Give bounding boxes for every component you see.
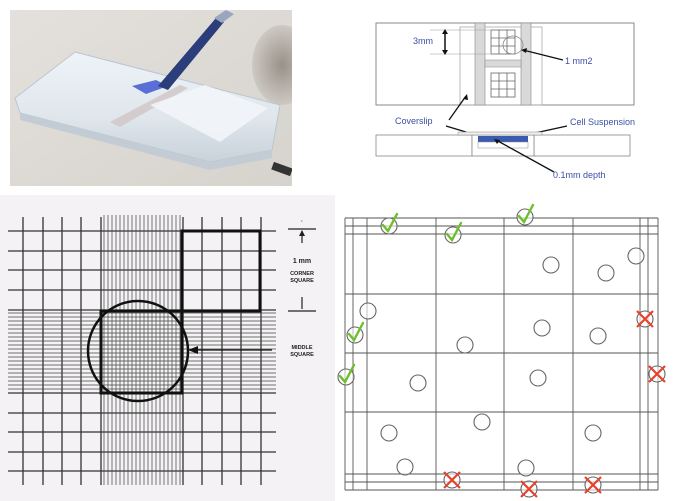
cell bbox=[529, 369, 547, 387]
counted-cell bbox=[516, 203, 535, 226]
cell bbox=[542, 256, 560, 274]
excluded-cell bbox=[636, 310, 654, 328]
neubauer-grid-ruling: · 1 mm CORNER SQUARE MIDDLE SQUARE bbox=[0, 195, 335, 501]
cell bbox=[584, 424, 602, 442]
label-coverslip: Coverslip bbox=[395, 116, 433, 126]
label-middle-2: SQUARE bbox=[290, 352, 314, 358]
check-icon bbox=[445, 221, 463, 243]
middle-square-highlight bbox=[99, 309, 184, 395]
label-1mm2: 1 mm2 bbox=[565, 56, 593, 66]
excluded-cell bbox=[584, 476, 602, 494]
cell bbox=[380, 424, 398, 442]
cell bbox=[409, 374, 427, 392]
cell bbox=[517, 459, 535, 477]
x-icon bbox=[648, 365, 666, 383]
photo-illustration bbox=[10, 10, 292, 186]
grid-ruling-drawing: · 1 mm CORNER SQUARE MIDDLE SQUARE bbox=[0, 195, 335, 501]
check-icon bbox=[381, 212, 399, 234]
check-icon bbox=[347, 321, 365, 343]
cell bbox=[533, 319, 551, 337]
cell bbox=[627, 247, 645, 265]
check-icon bbox=[338, 363, 356, 385]
cell bbox=[589, 327, 607, 345]
label-middle-1: MIDDLE bbox=[291, 345, 312, 351]
cell-counting-grid bbox=[335, 195, 674, 501]
excluded-cell bbox=[443, 471, 461, 489]
counted-cell bbox=[346, 321, 365, 344]
middle-square-circle bbox=[86, 299, 190, 403]
cell bbox=[396, 458, 414, 476]
check-icon bbox=[517, 203, 535, 225]
excluded-cell bbox=[520, 480, 538, 498]
corner-square-highlight bbox=[180, 229, 262, 313]
cell bbox=[597, 264, 615, 282]
label-1mm: 1 mm bbox=[293, 258, 311, 265]
schematic-drawing: 3mm 1 mm2 Coverslip Cell Suspension 0.1m… bbox=[375, 22, 635, 180]
hemocytometer-photo bbox=[10, 10, 292, 186]
cells-layer bbox=[337, 203, 666, 498]
x-icon bbox=[636, 310, 654, 328]
cell bbox=[359, 302, 377, 320]
svg-text:·: · bbox=[301, 219, 303, 225]
counted-cell bbox=[337, 363, 356, 386]
cell bbox=[473, 413, 491, 431]
cell bbox=[456, 336, 474, 354]
label-cell-suspension: Cell Suspension bbox=[570, 117, 635, 127]
label-depth: 0.1mm depth bbox=[553, 170, 606, 180]
label-3mm: 3mm bbox=[413, 36, 433, 46]
x-icon bbox=[584, 476, 602, 494]
counting-grid-drawing bbox=[337, 203, 666, 498]
counted-cell bbox=[444, 221, 463, 244]
excluded-cell bbox=[648, 365, 666, 383]
label-corner-2: SQUARE bbox=[290, 278, 314, 284]
hemocytometer-schematic: 3mm 1 mm2 Coverslip Cell Suspension 0.1m… bbox=[360, 0, 674, 190]
x-icon bbox=[520, 480, 538, 498]
label-corner-1: CORNER bbox=[290, 271, 314, 277]
x-icon bbox=[443, 471, 461, 489]
counted-cell bbox=[380, 212, 399, 235]
